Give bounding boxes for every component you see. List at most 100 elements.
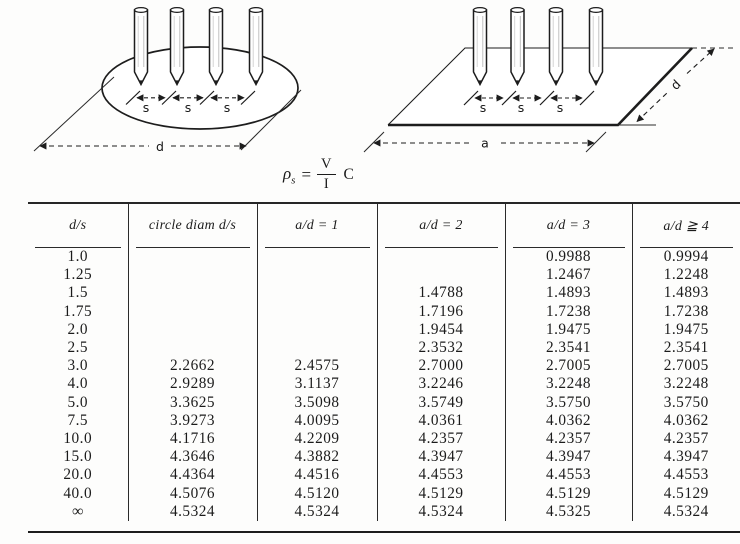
row-label-cell: 10.0 bbox=[28, 430, 129, 449]
column-header-label: a/d = 3 bbox=[546, 218, 591, 233]
circular-wafer bbox=[101, 46, 299, 130]
depth-dimension bbox=[636, 48, 715, 122]
spacing-ticks bbox=[463, 90, 595, 106]
value-cell: 1.2248 bbox=[663, 266, 709, 284]
value-cell: 4.5324 bbox=[257, 502, 378, 522]
value-cell: 3.3625 bbox=[128, 393, 258, 412]
value-cell: 4.2357 bbox=[377, 430, 506, 449]
value-cell: 0.9994 bbox=[663, 248, 709, 265]
spacing-label-s: s bbox=[557, 100, 564, 115]
column-header-label: d/s bbox=[69, 218, 87, 233]
value-cell: 4.0362 bbox=[663, 411, 709, 429]
value-cell: 2.7005 bbox=[663, 357, 709, 375]
value-cell: 3.5750 bbox=[663, 393, 709, 411]
rho-s-symbol: ρs bbox=[283, 163, 296, 186]
sheet-resistivity-formula: ρs = V I C bbox=[283, 156, 354, 193]
column-header-5: a/d ≧ 4 bbox=[632, 203, 740, 248]
value-cell bbox=[377, 266, 506, 285]
value-cell: 4.0362 bbox=[505, 411, 633, 431]
value-cell: 2.2662 bbox=[128, 357, 258, 376]
value-cell: 2.7005 bbox=[505, 357, 633, 376]
value-cell bbox=[257, 248, 378, 267]
value-cell: 4.3947 bbox=[505, 448, 633, 467]
row-label-cell: 7.5 bbox=[28, 411, 129, 431]
value-cell bbox=[128, 339, 258, 358]
value-cell bbox=[257, 339, 378, 358]
value-cell: 3.5749 bbox=[377, 393, 506, 412]
value-cell: 4.2209 bbox=[257, 430, 378, 449]
value-cell: 3.2248 bbox=[505, 375, 633, 394]
value-cell: 2.9289 bbox=[128, 375, 258, 394]
value-cell: 1.4788 bbox=[377, 284, 506, 303]
value-cell: 1.7238 bbox=[505, 302, 633, 321]
value-cell: 3.1137 bbox=[257, 375, 378, 394]
value-cell bbox=[128, 284, 258, 303]
value-cell: 4.5076 bbox=[128, 484, 258, 503]
column-header-label: circle diam d/s bbox=[148, 218, 237, 233]
value-cell: 3.2248 bbox=[663, 375, 709, 393]
row-label-cell: 1.5 bbox=[28, 284, 129, 303]
value-cell: 4.4364 bbox=[128, 466, 258, 485]
value-cell: 4.3646 bbox=[128, 448, 258, 467]
value-cell: 1.4893 bbox=[663, 284, 709, 302]
value-cell: 1.9454 bbox=[377, 320, 506, 340]
value-cell: 4.0361 bbox=[377, 411, 506, 431]
spacing-label-s: s bbox=[185, 100, 192, 115]
diameter-label-d: d bbox=[156, 139, 164, 154]
row-label-cell: 2.0 bbox=[28, 320, 129, 340]
row-label-cell: 4.0 bbox=[28, 375, 129, 394]
value-cell: 4.5324 bbox=[128, 502, 258, 522]
value-cell: 4.3947 bbox=[663, 448, 709, 466]
value-cell bbox=[257, 320, 378, 340]
value-cell bbox=[128, 320, 258, 340]
spacing-label-s: s bbox=[143, 100, 150, 115]
value-cell: 4.4553 bbox=[663, 466, 709, 484]
spacing-label-s: s bbox=[480, 100, 487, 115]
column-header-0: d/s bbox=[28, 203, 129, 248]
v-over-i-fraction: V I bbox=[317, 156, 336, 193]
value-cell: 4.5120 bbox=[257, 484, 378, 503]
spacing-ticks bbox=[125, 90, 256, 105]
value-cell: 2.3532 bbox=[377, 339, 506, 358]
spacing-label-s: s bbox=[518, 100, 525, 115]
four-point-probe-diagrams: d s s s bbox=[33, 6, 737, 154]
value-cell: 4.4553 bbox=[377, 466, 506, 485]
denominator-i: I bbox=[323, 176, 329, 193]
value-cell: 4.2357 bbox=[505, 430, 633, 449]
depth-label-d: d bbox=[668, 76, 684, 92]
value-cell: 4.5129 bbox=[663, 484, 709, 502]
value-cell bbox=[128, 248, 258, 267]
value-cell: 1.9475 bbox=[505, 320, 633, 340]
value-cell: 1.7238 bbox=[663, 302, 709, 320]
value-cell: 3.5750 bbox=[505, 393, 633, 412]
value-cell: 1.7196 bbox=[377, 302, 506, 321]
value-cell: 4.4553 bbox=[505, 466, 633, 485]
value-cell bbox=[128, 266, 258, 285]
value-cell: 3.9273 bbox=[128, 411, 258, 431]
spacing-label-s: s bbox=[224, 100, 231, 115]
equals-sign: = bbox=[301, 164, 312, 184]
row-label-cell: 1.0 bbox=[28, 248, 129, 267]
value-cell bbox=[257, 302, 378, 321]
value-cell: 4.2357 bbox=[663, 430, 709, 448]
value-cell: 4.5129 bbox=[505, 484, 633, 503]
value-cell: 4.3882 bbox=[257, 448, 378, 467]
width-label-a: a bbox=[481, 136, 489, 151]
row-label-cell: 40.0 bbox=[28, 484, 129, 503]
row-label-cell: 20.0 bbox=[28, 466, 129, 485]
row-label-cell: ∞ bbox=[28, 502, 129, 522]
